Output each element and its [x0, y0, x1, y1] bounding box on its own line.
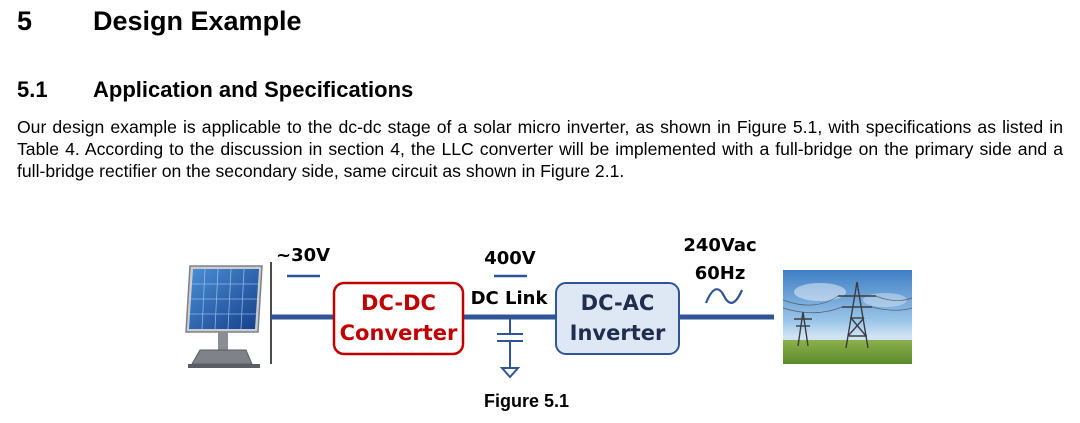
figure-5-1-diagram: ~30V DC-DC Converter 400V DC Link DC-AC … [185, 235, 913, 379]
dcdc-converter-block: DC-DC Converter [332, 281, 465, 356]
input-voltage-label: ~30V [276, 245, 330, 266]
dcac-line2: Inverter [570, 321, 666, 345]
section-heading: 5 Design Example [17, 6, 302, 37]
subsection-title: Application and Specifications [93, 77, 414, 102]
output-frequency-label: 60Hz [695, 263, 746, 284]
power-tower-icon [782, 270, 913, 364]
solar-panel-icon [185, 265, 263, 368]
ac-sine-icon [704, 288, 744, 304]
subsection-heading: 5.1 Application and Specifications [17, 77, 413, 103]
ground-icon [499, 367, 521, 379]
dcdc-line2: Converter [340, 321, 458, 345]
figure-caption: Figure 5.1 [484, 391, 570, 411]
body-paragraph: Our design example is applicable to the … [17, 117, 1063, 181]
dcac-inverter-block: DC-AC Inverter [555, 282, 680, 355]
section-number: 5 [17, 6, 33, 36]
output-voltage-label: 240Vac [683, 235, 756, 256]
capacitor-icon [497, 319, 523, 368]
section-title: Design Example [93, 6, 302, 36]
dcac-line1: DC-AC [581, 291, 655, 315]
dcdc-line1: DC-DC [361, 291, 436, 315]
dc-link-label: DC Link [471, 288, 549, 309]
dc-link-voltage-label: 400V [484, 248, 536, 269]
subsection-number: 5.1 [17, 77, 48, 102]
